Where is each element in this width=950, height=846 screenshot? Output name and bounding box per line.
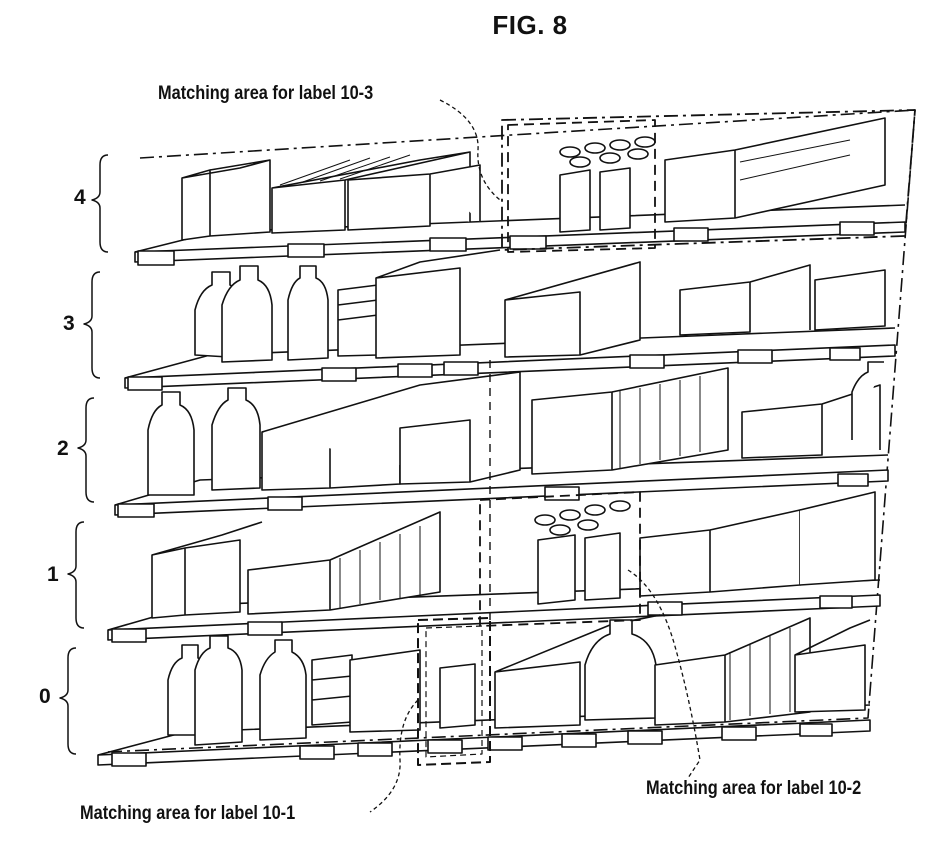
tier-label-2: 2 [57,437,69,461]
tier-4-shelf [135,118,905,265]
tier-3-shelf [125,250,895,390]
callout-matching-area-10-3: Matching area for label 10-3 [158,83,373,105]
figure-title: FIG. 8 [0,10,950,41]
tier-2-shelf [115,362,888,517]
tier-label-1: 1 [47,563,59,587]
tier-1-shelf [108,492,880,642]
tier-label-4: 4 [74,186,86,210]
tier-label-0: 0 [39,685,51,709]
callout-matching-area-10-1: Matching area for label 10-1 [80,803,295,825]
tier-0-shelf [98,615,870,766]
callout-matching-area-10-2: Matching area for label 10-2 [646,778,861,800]
tier-label-3: 3 [63,312,75,336]
